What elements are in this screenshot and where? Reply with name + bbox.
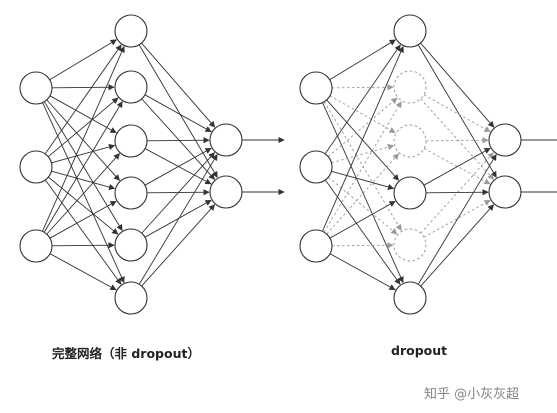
connection-input-hidden	[51, 84, 115, 91]
connection-input-hidden	[331, 84, 394, 91]
connection-hidden-output	[141, 204, 216, 287]
output-neuron	[488, 175, 522, 209]
connection-input-hidden	[49, 253, 117, 291]
connection-hidden-output	[423, 147, 491, 186]
connection-hidden-output	[144, 94, 212, 133]
connection-input-hidden	[49, 200, 117, 239]
connection-hidden-output	[141, 152, 216, 234]
connection-hidden-output	[144, 147, 212, 186]
connection-hidden-output	[138, 44, 218, 178]
input-neuron	[299, 71, 333, 105]
connection-input-hidden	[331, 144, 395, 164]
input-neuron	[299, 150, 333, 184]
connection-input-hidden	[49, 95, 117, 134]
connection-hidden-output	[417, 154, 497, 285]
connection-input-hidden	[48, 176, 119, 235]
connection-input-hidden	[323, 101, 402, 233]
connection-input-hidden	[329, 39, 397, 81]
connection-hidden-output	[423, 94, 491, 133]
hidden-neuron	[114, 70, 148, 104]
hidden-neuron	[114, 124, 148, 158]
dropped-hidden-neuron	[393, 70, 427, 104]
hidden-neuron	[393, 176, 427, 210]
connection-input-hidden	[321, 45, 404, 232]
connection-hidden-output	[144, 199, 212, 238]
connection-hidden-output	[420, 152, 495, 234]
dropout-network-diagram	[299, 14, 557, 315]
dropout-network-caption: dropout	[391, 343, 448, 358]
hidden-neuron	[393, 281, 427, 315]
connection-hidden-output	[141, 42, 216, 128]
watermark: 知乎 @小灰灰超	[424, 387, 520, 402]
connection-input-hidden	[329, 200, 396, 239]
connection-input-hidden	[45, 179, 122, 285]
connection-hidden-output	[146, 137, 210, 144]
connection-input-hidden	[324, 44, 401, 155]
connection-input-hidden	[327, 97, 398, 157]
connection-input-hidden	[43, 101, 123, 233]
input-neuron	[19, 229, 53, 263]
connection-hidden-output	[420, 204, 495, 287]
output-neuron	[209, 175, 243, 209]
connection-input-hidden	[324, 179, 401, 285]
connection-input-hidden	[44, 44, 122, 155]
connection-input-hidden	[51, 170, 116, 191]
connection-input-hidden	[331, 170, 395, 190]
dropped-hidden-neuron	[393, 228, 427, 262]
connection-input-hidden	[322, 102, 404, 284]
connection-input-hidden	[329, 95, 396, 134]
connection-input-hidden	[47, 97, 119, 158]
hidden-neuron	[114, 176, 148, 210]
output-neuron	[488, 123, 522, 157]
connection-input-hidden	[42, 45, 125, 232]
connection-hidden-output	[423, 199, 491, 238]
input-neuron	[19, 71, 53, 105]
full-network-diagram	[19, 14, 285, 315]
hidden-neuron	[393, 14, 427, 48]
input-neuron	[19, 150, 53, 184]
connection-hidden-output	[425, 137, 489, 144]
hidden-neuron	[114, 228, 148, 262]
connection-input-hidden	[326, 153, 400, 235]
connection-input-hidden	[49, 39, 117, 81]
connection-hidden-output	[420, 42, 495, 128]
connection-hidden-output	[417, 44, 497, 178]
hidden-neuron	[114, 14, 148, 48]
dropped-hidden-neuron	[393, 124, 427, 158]
connection-input-hidden	[51, 242, 115, 249]
connection-input-hidden	[42, 102, 125, 284]
full-network-caption: 完整网络（非 dropout）	[52, 346, 200, 361]
connection-input-hidden	[331, 242, 394, 249]
connection-input-hidden	[51, 143, 116, 164]
connection-input-hidden	[46, 153, 121, 235]
connection-input-hidden	[329, 253, 396, 291]
connection-hidden-output	[425, 189, 489, 196]
input-neuron	[299, 229, 333, 263]
output-neuron	[209, 123, 243, 157]
hidden-neuron	[114, 281, 148, 315]
connection-hidden-output	[138, 154, 218, 285]
